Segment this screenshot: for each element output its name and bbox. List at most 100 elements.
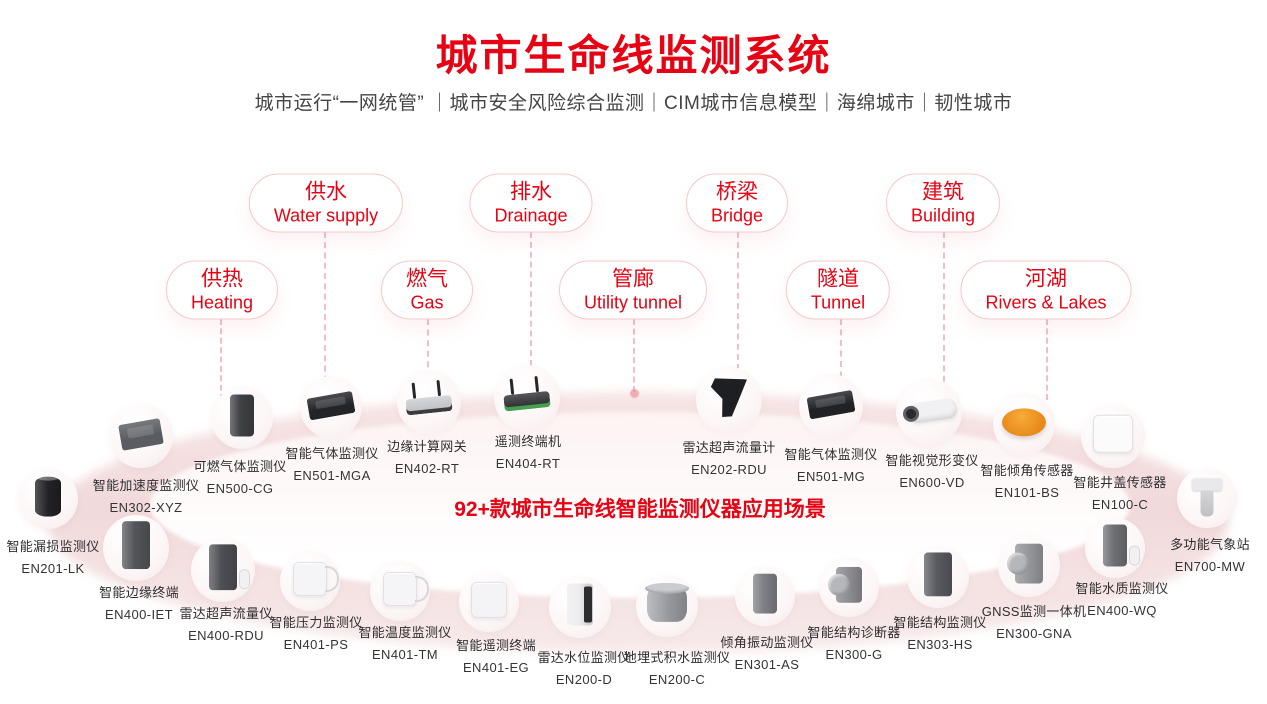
device-label: 智能漏损监测仪 EN201-LK xyxy=(6,536,99,580)
device-label: 智能结构诊断器 EN300-G xyxy=(807,622,900,666)
EN200-D-device-icon xyxy=(567,583,593,626)
device-name: 地埋式积水监测仪 xyxy=(623,650,731,665)
device-model: EN401-TM xyxy=(371,647,439,663)
device-model: EN201-LK xyxy=(21,561,85,577)
device-label: 智能结构监测仪 EN303-HS xyxy=(893,612,986,656)
device-name: 雷达水位监测仪 xyxy=(537,650,631,665)
device-circle xyxy=(211,387,273,449)
device-label: 智能温度监测仪 EN401-TM xyxy=(358,622,451,666)
device-model: EN600-VD xyxy=(899,475,965,491)
category-label-en: Building xyxy=(910,205,976,226)
device-model: EN303-HS xyxy=(907,637,973,653)
EN500-CG-device-icon xyxy=(230,394,254,437)
EN200-C-device-icon xyxy=(645,582,689,622)
device-circle xyxy=(397,370,461,434)
connector-line-tunnel xyxy=(840,319,842,388)
category-label-en: Gas xyxy=(410,292,444,313)
device-circle xyxy=(799,374,863,438)
category-pill-building: 建筑 Building xyxy=(885,173,1001,233)
device-circle xyxy=(907,546,969,608)
page-title: 城市生命线监测系统 xyxy=(435,32,832,79)
EN400-RDU-device-icon xyxy=(209,544,250,591)
center-caption: 92+款城市生命线智能监测仪器应用场景 xyxy=(454,498,826,521)
device-circle xyxy=(696,367,762,433)
device-name: 智能温度监测仪 xyxy=(358,625,452,640)
device-model: EN501-MG xyxy=(796,469,866,485)
device-label: 智能遥测终端 EN401-EG xyxy=(456,635,536,679)
EN301-AS-device-icon xyxy=(753,573,777,614)
category-pill-bridge: 桥梁 Bridge xyxy=(685,173,789,233)
device-model: EN400-WQ xyxy=(1087,603,1157,619)
device-model: EN301-AS xyxy=(734,657,800,673)
device-circle xyxy=(103,515,169,581)
device-name: 多功能气象站 xyxy=(1170,537,1250,552)
category-pill-utility-tunnel: 管廊 Utility tunnel xyxy=(558,260,708,320)
device-model: EN402-RT xyxy=(394,461,460,477)
connector-line-building xyxy=(943,232,945,392)
device-model: EN500-CG xyxy=(206,481,274,497)
category-label-en: Water supply xyxy=(273,205,379,226)
category-label-zh: 排水 xyxy=(509,180,552,204)
category-label-en: Heating xyxy=(190,292,254,313)
device-name: 雷达超声流量仪 xyxy=(179,606,273,621)
device-model: EN300-G xyxy=(825,647,883,663)
device-model: EN200-D xyxy=(555,672,613,688)
device-name: GNSS监测一体机 xyxy=(981,604,1087,619)
connector-line-heating xyxy=(220,319,222,400)
device-model: EN101-BS xyxy=(994,485,1060,501)
page-subtitle: 城市运行“一网统管” ｜城市安全风险综合监测｜CIM城市信息模型｜海绵城市｜韧性… xyxy=(254,93,1013,114)
category-label-zh: 建筑 xyxy=(921,180,964,204)
device-model: EN400-RDU xyxy=(188,628,264,644)
device-model: EN400-IET xyxy=(105,607,173,623)
category-pill-tunnel: 隧道 Tunnel xyxy=(785,260,891,320)
device-name: 智能边缘终端 xyxy=(99,585,179,600)
device-circle xyxy=(300,376,362,438)
device-label: 智能水质监测仪 EN400-WQ xyxy=(1075,578,1168,622)
device-circle xyxy=(109,404,173,468)
EN501-MG-device-icon xyxy=(806,389,856,420)
device-label: 雷达超声流量计 EN202-RDU xyxy=(682,437,775,481)
device-label: 倾角振动监测仪 EN301-AS xyxy=(720,632,813,676)
category-label-zh: 供热 xyxy=(200,267,243,291)
device-circle xyxy=(1085,518,1145,578)
device-name: 智能漏损监测仪 xyxy=(6,539,100,554)
device-model: EN404-RT xyxy=(495,456,561,472)
device-circle xyxy=(998,535,1060,597)
device-circle xyxy=(549,576,611,638)
EN401-EG-device-icon xyxy=(471,581,507,618)
category-pill-drainage: 排水 Drainage xyxy=(469,173,593,233)
device-name: 智能遥测终端 xyxy=(456,638,536,653)
connector-line-gas xyxy=(427,319,429,378)
EN300-G-device-icon xyxy=(836,566,862,603)
device-label: 边缘计算网关 EN402-RT xyxy=(387,436,467,480)
EN600-VD-device-icon xyxy=(907,397,958,425)
device-name: 可燃气体监测仪 xyxy=(193,459,287,474)
device-name: 智能水质监测仪 xyxy=(1075,581,1169,596)
connector-line-drainage xyxy=(530,232,532,366)
category-label-zh: 供水 xyxy=(305,180,347,204)
device-model: EN501-MGA xyxy=(293,468,371,484)
EN201-LK-device-icon xyxy=(35,474,61,517)
device-model: EN401-PS xyxy=(283,637,349,653)
device-label: 智能边缘终端 EN400-IET xyxy=(99,582,179,626)
category-label-en: Bridge xyxy=(710,205,764,226)
device-circle xyxy=(735,566,795,626)
EN300-GNA-device-icon xyxy=(1015,543,1043,584)
device-name: 倾角振动监测仪 xyxy=(720,635,814,650)
device-model: EN100-C xyxy=(1091,497,1149,513)
device-circle xyxy=(993,393,1055,455)
EN400-IET-device-icon xyxy=(122,521,150,570)
category-label-zh: 燃气 xyxy=(406,267,448,291)
device-circle xyxy=(636,575,698,637)
EN401-TM-device-icon xyxy=(383,571,429,606)
device-label: 智能井盖传感器 EN100-C xyxy=(1073,472,1166,516)
category-label-en: Drainage xyxy=(494,205,568,226)
EN302-XYZ-device-icon xyxy=(118,417,164,451)
EN404-RT-device-icon xyxy=(503,390,551,412)
device-circle xyxy=(896,379,962,445)
device-name: 智能气体监测仪 xyxy=(285,446,379,461)
device-name: 智能视觉形变仪 xyxy=(885,453,979,468)
category-pill-heating: 供热 Heating xyxy=(165,260,279,320)
device-label: 智能视觉形变仪 EN600-VD xyxy=(885,450,978,494)
